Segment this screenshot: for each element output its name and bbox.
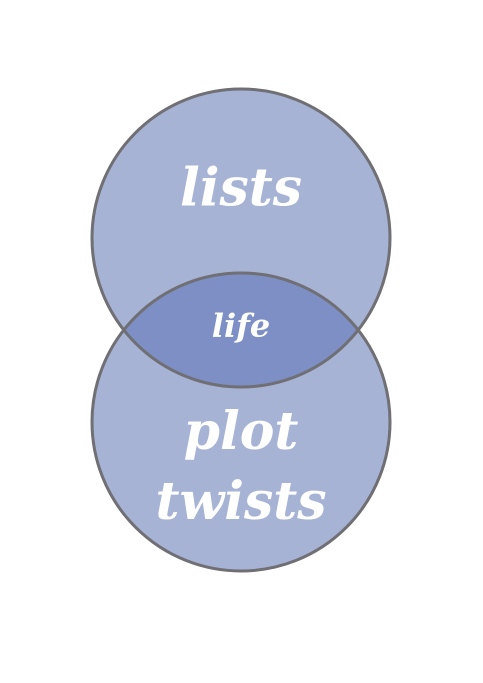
intersection-region — [92, 273, 390, 387]
set-label-top: lists — [180, 158, 302, 219]
set-label-bottom: plot twists — [155, 401, 326, 532]
circle-bottom-outline — [90, 271, 392, 573]
intersection-label: life — [212, 307, 270, 345]
set-label-bottom-line: plot — [184, 401, 299, 462]
circle-top-outline — [90, 87, 392, 389]
set-label-bottom-line: twists — [155, 471, 326, 532]
